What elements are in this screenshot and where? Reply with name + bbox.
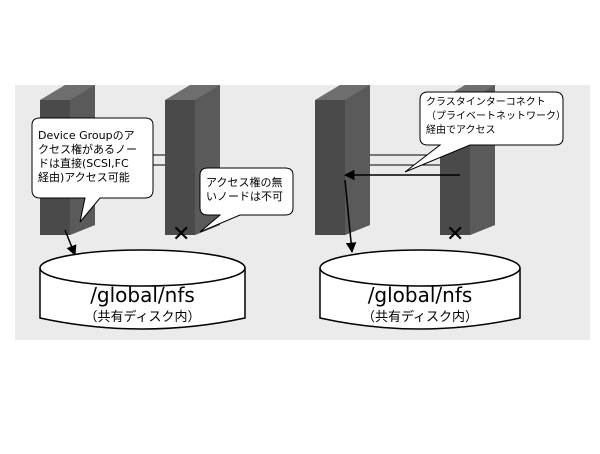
right-disk-path: /global/nfs: [367, 283, 473, 307]
left-no-access-x-icon: ✕: [172, 222, 191, 247]
left-shared-disk: [39, 249, 246, 330]
right-disk-sub: （共有ディスク内）: [361, 310, 479, 325]
right-server-1: [315, 85, 370, 235]
left-disk-path: /global/nfs: [90, 283, 195, 307]
right-shared-disk: [319, 249, 521, 330]
bubble-access-text: Device Groupのア クセス権があるノー ドは直接(SCSI,FC 経由…: [38, 129, 137, 184]
left-access-arrow: [64, 229, 77, 256]
right-no-access-x-icon: ✕: [446, 222, 465, 247]
left-disk-sub: （共有ディスク内）: [84, 310, 201, 325]
bubble-no-access: [199, 167, 294, 233]
bubble-interconnect: [404, 91, 564, 173]
bubble-interconnect-text: クラスタインターコネクト （プライベートネットワーク） 経由でアクセス: [426, 97, 566, 136]
bubble-no-access-text: アクセス権の無 いノードは不可: [206, 176, 283, 203]
bubble-access: [31, 117, 154, 223]
right-access-arrow: [344, 179, 357, 254]
